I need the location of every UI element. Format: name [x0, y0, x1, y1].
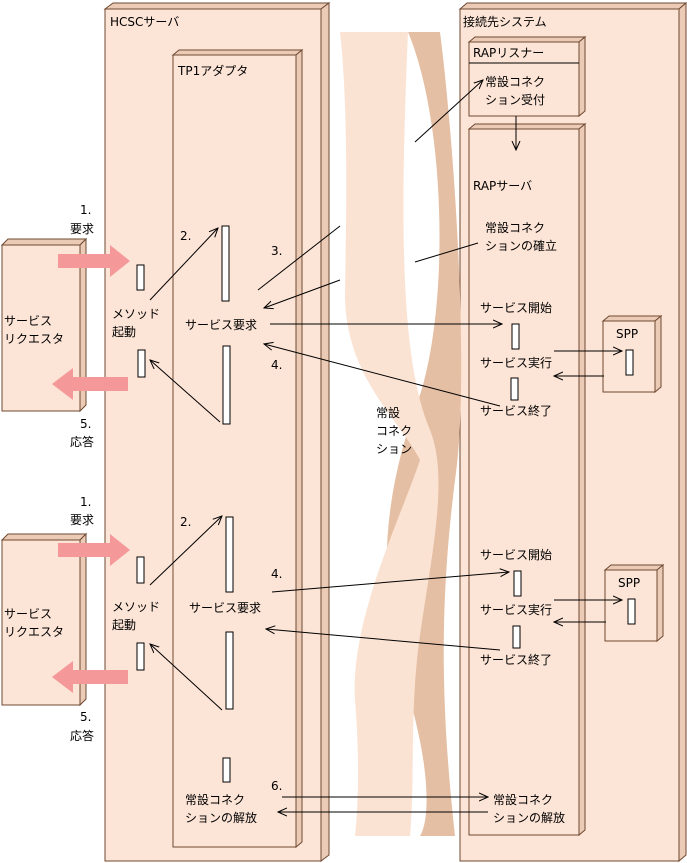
service-requester-label-1a: サービス [4, 314, 52, 328]
rap-listener-label: RAPリスナー [473, 46, 544, 60]
service-request-label-2: サービス要求 [189, 601, 261, 615]
step-2-label-b: 2. [180, 515, 191, 529]
service-start-label-1: サービス開始 [480, 301, 552, 315]
listener-accept-arrow [414, 80, 483, 143]
establish-label-2: ションの確立 [485, 238, 557, 253]
invoke-arrow-1 [149, 228, 218, 301]
release-label-dest-1: 常設コネク [493, 792, 553, 807]
service-end-label-2: サービス終了 [480, 652, 552, 667]
service-request-arrow-2 [271, 572, 509, 593]
service-requester-label-1b: リクエスタ [4, 332, 64, 346]
tp1-activation-release [222, 757, 231, 783]
tp1-activation-1a [221, 225, 230, 302]
step-5-text-a: 応答 [70, 434, 94, 449]
service-response-arrow-2 [266, 629, 501, 651]
step-4-label-b: 4. [271, 567, 282, 581]
service-exec-label-2: サービス実行 [480, 602, 552, 617]
destination-system-label: 接続先システム [463, 14, 547, 29]
response-arrow-1 [52, 368, 128, 400]
tp1-activation-1b [222, 345, 231, 425]
connection-label-3: ション [376, 442, 412, 456]
step-1-text-a: 要求 [70, 222, 94, 236]
service-exec-label-1: サービス実行 [480, 355, 552, 370]
rap-server-box [467, 122, 587, 837]
request-arrow-2 [58, 534, 130, 566]
establish-label-1: 常設コネク [485, 220, 545, 235]
connection-accept-label-1: 常設コネク [485, 74, 545, 89]
service-requester-label-2a: サービス [4, 607, 52, 621]
method-activation-1a [136, 264, 145, 291]
service-end-label-1: サービス終了 [480, 403, 552, 418]
return-arrow-2 [150, 644, 223, 711]
method-activation-2b [136, 642, 145, 671]
hcsc-server-label: HCSCサーバ [110, 15, 179, 29]
tp1-activation-2b [225, 631, 234, 710]
step-5-number-b: 5. [80, 710, 91, 724]
tp1-adapter-box [171, 48, 304, 849]
step-3-label: 3. [271, 244, 282, 258]
service-request-label-1: サービス要求 [185, 318, 257, 332]
connection-label-1: 常設 [376, 405, 400, 420]
method-invoke-label-1a: メソッド [112, 307, 160, 321]
method-activation-2a [136, 556, 145, 584]
service-requester-label-2b: リクエスタ [4, 625, 64, 639]
rap-activation-1a [511, 323, 520, 350]
method-invoke-label-2b: 起動 [112, 618, 136, 632]
method-activation-1b [137, 349, 146, 378]
spp-label-1: SPP [616, 327, 638, 341]
establish-return-arrow [264, 279, 341, 308]
connect-request-line [257, 225, 341, 291]
rap-listener-box [467, 35, 587, 118]
step-4-label-a: 4. [271, 358, 282, 372]
connection-band-front [340, 32, 439, 836]
connection-label-2: コネク [376, 424, 412, 438]
step-5-number-a: 5. [80, 417, 91, 431]
response-arrow-2 [52, 661, 128, 693]
request-arrow-1 [58, 245, 130, 277]
rap-server-label: RAPサーバ [473, 179, 532, 193]
step-6-label: 6. [271, 779, 282, 793]
method-invoke-label-1b: 起動 [112, 325, 136, 339]
tp1-activation-2a [225, 516, 234, 593]
rap-activation-1b [510, 377, 519, 401]
release-label-hcsc-2: ションの解放 [185, 810, 257, 825]
step-5-text-b: 応答 [70, 728, 94, 743]
rap-activation-2b [512, 625, 521, 649]
step-1-number-b: 1. [80, 495, 91, 509]
step-1-number-a: 1. [80, 203, 91, 217]
spp-activation-1 [625, 349, 634, 376]
service-response-arrow-1 [264, 344, 501, 407]
method-invoke-label-2a: メソッド [112, 600, 160, 614]
step-2-label-a: 2. [180, 229, 191, 243]
invoke-arrow-2 [149, 516, 222, 586]
service-start-label-2: サービス開始 [480, 548, 552, 562]
establish-line [414, 242, 479, 263]
spp-activation-2 [627, 598, 636, 625]
return-arrow-1 [150, 360, 221, 423]
tp1-adapter-label: TP1アダプタ [177, 63, 248, 78]
release-label-hcsc-1: 常設コネク [185, 792, 245, 807]
spp-label-2: SPP [618, 576, 640, 590]
release-label-dest-2: ションの解放 [493, 810, 565, 825]
connection-accept-label-2: ション受付 [485, 93, 545, 107]
rap-activation-2a [513, 570, 522, 597]
step-1-text-b: 要求 [70, 513, 94, 527]
